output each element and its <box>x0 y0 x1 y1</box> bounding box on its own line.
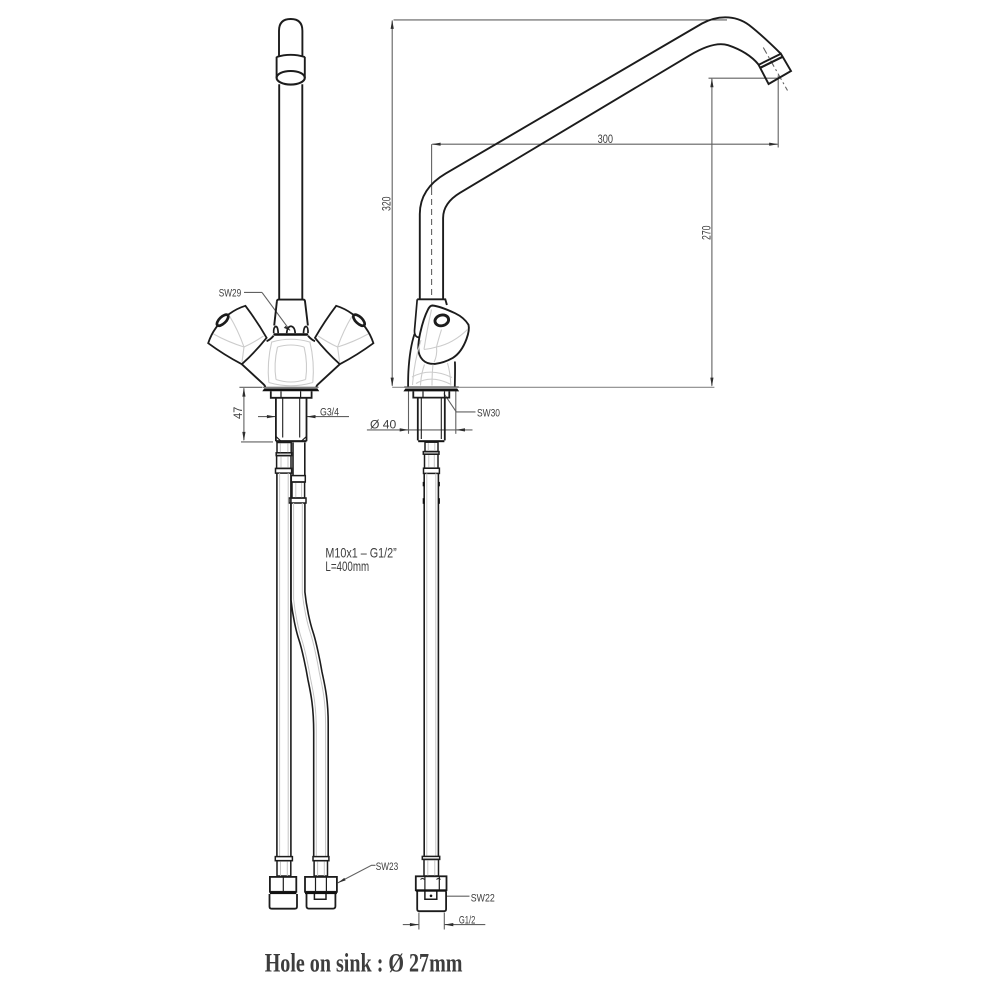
svg-text:270: 270 <box>699 225 713 240</box>
svg-text:Hole on sink : Ø 27mm: Hole on sink : Ø 27mm <box>265 949 463 978</box>
svg-text:SW22: SW22 <box>471 892 495 904</box>
svg-text:47: 47 <box>231 407 245 419</box>
svg-text:320: 320 <box>380 196 394 211</box>
svg-text:M10x1 – G1/2”: M10x1 – G1/2” <box>325 544 397 560</box>
svg-text:Ø 40: Ø 40 <box>370 418 396 432</box>
svg-text:L=400mm: L=400mm <box>325 558 369 574</box>
svg-text:SW30: SW30 <box>477 407 500 419</box>
svg-text:SW23: SW23 <box>376 861 398 873</box>
svg-text:G3/4: G3/4 <box>320 407 339 419</box>
svg-text:SW29: SW29 <box>219 288 241 300</box>
svg-text:G1/2: G1/2 <box>459 914 476 926</box>
svg-text:300: 300 <box>598 132 613 146</box>
